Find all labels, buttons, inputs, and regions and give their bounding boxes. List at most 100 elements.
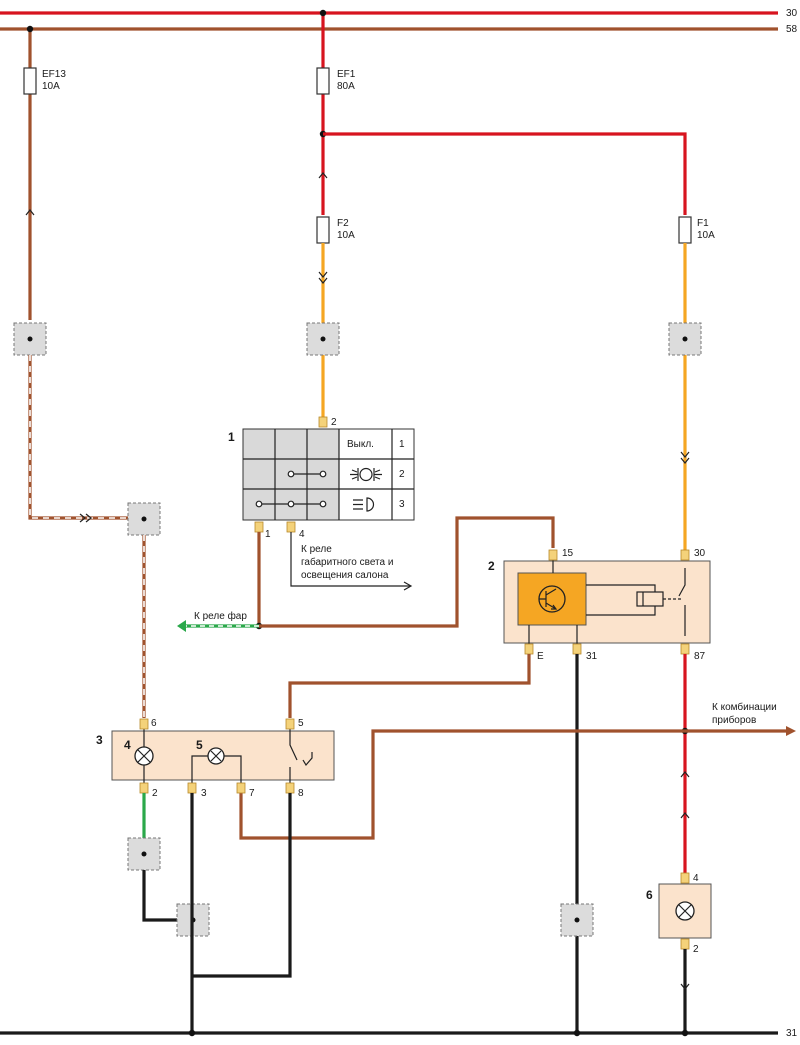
lamp-cross <box>210 750 222 762</box>
module-3: 3 4 5 6 5 2 3 7 8 <box>96 718 335 799</box>
flow-arrow <box>680 771 690 819</box>
component-number: 1 <box>228 430 235 444</box>
contact <box>319 470 327 478</box>
wire-to-module-pin7 <box>239 729 685 840</box>
connector-dot <box>141 851 147 857</box>
flow-arrow <box>318 172 328 179</box>
lamp-4-number: 4 <box>124 738 131 752</box>
contact <box>287 500 295 508</box>
component-number: 6 <box>646 888 653 902</box>
pin-label: 3 <box>201 788 207 799</box>
fuse-ef1-rating: 80A <box>337 81 355 92</box>
switch-pin-1 <box>254 521 264 533</box>
wire-to-relay-pin15 <box>259 516 555 628</box>
lamp6-pin-2 <box>680 938 690 950</box>
relay-pin-30 <box>680 549 690 561</box>
contact <box>319 500 327 508</box>
junction-dot <box>319 9 327 17</box>
bus-30-label: 30 <box>786 8 798 19</box>
module-pin-7 <box>236 782 246 794</box>
pin-label: 7 <box>249 788 255 799</box>
contact <box>287 470 295 478</box>
bus-31-label: 31 <box>786 1028 798 1039</box>
pin-label: 87 <box>694 651 706 662</box>
switch-pos-off-label: Выкл. <box>347 439 374 450</box>
connector-dot <box>320 336 326 342</box>
fuse-ef1 <box>316 67 330 95</box>
junction-dot <box>26 25 34 33</box>
pin-label: 2 <box>693 944 699 955</box>
wire-red-to-f1 <box>323 132 687 215</box>
connector-dot <box>682 336 688 342</box>
annotation-cluster-1: К комбинации <box>712 701 777 713</box>
relay-pin-15 <box>548 549 558 561</box>
flow-arrow <box>25 209 35 216</box>
flow-arrow <box>318 271 328 284</box>
component-number: 3 <box>96 733 103 747</box>
wire-relay-e-to-module <box>288 654 531 718</box>
annotation-marker-relay-3: освещения салона <box>301 570 389 581</box>
arrow-headlight-relay <box>177 620 186 632</box>
relay-2: 2 15 30 E 31 87 <box>488 548 711 662</box>
flow-arrow <box>680 451 690 464</box>
connector-dot <box>574 917 580 923</box>
switch-pos-3: 3 <box>399 499 405 510</box>
flow-arrow <box>680 983 690 990</box>
module-internal-wire <box>191 755 242 784</box>
annotation-cluster-2: приборов <box>712 714 756 726</box>
fuse-ef13 <box>23 67 37 95</box>
fuse-f1 <box>678 216 692 244</box>
module-pin-2 <box>139 782 149 794</box>
relay-pin-31 <box>572 643 582 655</box>
fuse-f1-rating: 10A <box>697 230 715 241</box>
pin-label: 1 <box>265 529 271 540</box>
module-switch-symbol <box>289 728 313 784</box>
flow-arrow <box>79 513 92 523</box>
component-number: 2 <box>488 559 495 573</box>
fuse-ef13-rating: 10A <box>42 81 60 92</box>
wire-module-pin8 <box>192 793 292 978</box>
switch-pin-2 <box>318 416 328 428</box>
switch-pos-2: 2 <box>399 469 405 480</box>
wire-dash-overlay <box>29 355 130 519</box>
contact <box>255 500 263 508</box>
relay-pin-87 <box>680 643 690 655</box>
annotation-marker-relay-1: К реле <box>301 544 332 555</box>
headlight-icon <box>353 497 375 512</box>
parking-light-icon <box>350 467 382 482</box>
pin-label: E <box>537 651 544 662</box>
pin-label: 4 <box>693 873 699 884</box>
wire-module-ground-a <box>142 870 177 922</box>
fuse-f2 <box>316 216 330 244</box>
junction-dot <box>188 1029 196 1037</box>
pin-label: 15 <box>562 548 574 559</box>
module-pin-8 <box>285 782 295 794</box>
relay-contact <box>678 568 686 636</box>
wire-ef13-dashed <box>28 355 130 520</box>
pin-label: 6 <box>151 718 157 729</box>
relay-transistor-block <box>517 572 587 626</box>
fuse-f2-rating: 10A <box>337 230 355 241</box>
pin-label: 30 <box>694 548 706 559</box>
pin-label: 2 <box>152 788 158 799</box>
module-pin-6 <box>139 718 149 730</box>
junction-dot <box>573 1029 581 1037</box>
pin-label: 31 <box>586 651 598 662</box>
annotation-marker-relay-2: габаритного света и <box>301 556 393 568</box>
module-pin-5 <box>285 718 295 730</box>
transistor-symbol <box>539 588 558 610</box>
lamp-5-number: 5 <box>196 738 203 752</box>
fuse-f1-name: F1 <box>697 218 709 229</box>
module-pin-3 <box>187 782 197 794</box>
relay-pin-e <box>524 643 534 655</box>
lamp-cross <box>678 904 692 918</box>
pin-label: 2 <box>331 417 337 428</box>
junction-dot <box>681 1029 689 1037</box>
lamp-6: 6 4 2 <box>646 872 712 955</box>
relay-internal-wire <box>586 584 656 616</box>
connector-dot <box>27 336 33 342</box>
fuse-f2-name: F2 <box>337 218 349 229</box>
switch-pos-1: 1 <box>399 439 405 450</box>
relay-coil <box>636 591 664 607</box>
